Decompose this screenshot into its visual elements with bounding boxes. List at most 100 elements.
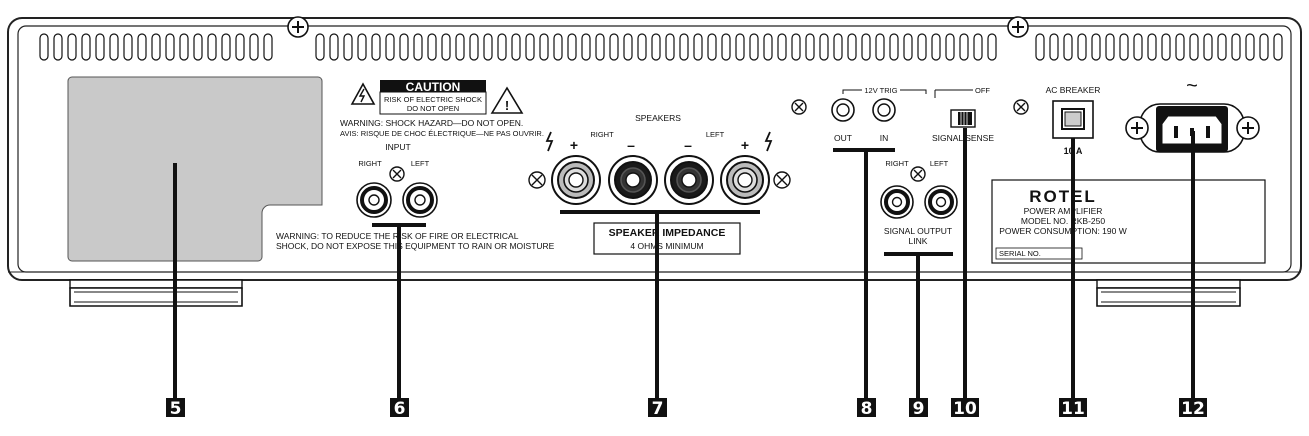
vent-slot bbox=[539, 33, 549, 61]
trigger-title: 12V TRIG bbox=[864, 86, 897, 95]
input-section: INPUT RIGHT LEFT bbox=[356, 142, 438, 218]
trigger-out-jack[interactable] bbox=[831, 98, 855, 122]
vent-slot bbox=[1259, 33, 1269, 61]
callout-6: 6 bbox=[372, 223, 426, 419]
vent-slot bbox=[53, 33, 63, 61]
nameplate-line3: POWER CONSUMPTION: 190 W bbox=[999, 226, 1127, 236]
signal-sense-switch[interactable] bbox=[950, 109, 976, 128]
vent-slot bbox=[315, 33, 325, 61]
input-title: INPUT bbox=[385, 142, 411, 152]
vent-slot bbox=[95, 33, 105, 61]
ac-breaker-section: AC BREAKER 10 A bbox=[1013, 85, 1100, 156]
vent-slot bbox=[567, 33, 577, 61]
vent-slot bbox=[109, 33, 119, 61]
vent-slot bbox=[861, 33, 871, 61]
trigger-in-jack[interactable] bbox=[872, 98, 896, 122]
right-plus-sign: + bbox=[570, 137, 578, 153]
vent-slot bbox=[595, 33, 605, 61]
vent-slot bbox=[1049, 33, 1059, 61]
vent-slot bbox=[1231, 33, 1241, 61]
vent-slot bbox=[1217, 33, 1227, 61]
svg-text:8: 8 bbox=[861, 399, 873, 419]
vent-slot bbox=[1203, 33, 1213, 61]
callout-12: 12 bbox=[1179, 131, 1207, 419]
callout-11: 11 bbox=[1059, 138, 1087, 419]
input-ground-screw bbox=[389, 166, 405, 182]
vent-slot bbox=[399, 33, 409, 61]
vent-slot bbox=[917, 33, 927, 61]
speaker-terminal-left-positive[interactable] bbox=[720, 155, 770, 205]
vent-slot bbox=[1105, 33, 1115, 61]
vent-slot bbox=[553, 33, 563, 61]
vent-slot bbox=[207, 33, 217, 61]
vent-slot bbox=[1077, 33, 1087, 61]
ac-inlet-section: ~ bbox=[1125, 75, 1260, 153]
nameplate-line2: MODEL NO. RKB-250 bbox=[1021, 216, 1106, 226]
output-right-label: RIGHT bbox=[885, 159, 909, 168]
speaker-terminal-right-negative[interactable] bbox=[608, 155, 658, 205]
trigger-screw bbox=[791, 99, 807, 115]
ac-power-inlet[interactable] bbox=[1156, 106, 1228, 152]
vent-slot bbox=[819, 33, 829, 61]
input-right-label: RIGHT bbox=[358, 159, 382, 168]
callouts: 5 6 7 8 9 10 bbox=[166, 128, 1207, 419]
vent-slot bbox=[973, 33, 983, 61]
vent-slot bbox=[665, 33, 675, 61]
vent-slot bbox=[651, 33, 661, 61]
input-left-jack[interactable] bbox=[402, 182, 438, 218]
vent-slot bbox=[1161, 33, 1171, 61]
vent-slot bbox=[427, 33, 437, 61]
vent-slot bbox=[945, 33, 955, 61]
inlet-screw-left bbox=[1125, 116, 1149, 140]
output-left-jack[interactable] bbox=[924, 185, 958, 219]
ventilation-slots bbox=[39, 33, 1283, 61]
vent-slot bbox=[511, 33, 521, 61]
ac-breaker-button[interactable] bbox=[1052, 100, 1094, 139]
vent-slot bbox=[903, 33, 913, 61]
vent-slot bbox=[179, 33, 189, 61]
right-minus-sign: – bbox=[627, 137, 635, 153]
vent-slot bbox=[455, 33, 465, 61]
caution-line2: DO NOT OPEN bbox=[407, 104, 459, 113]
caution-line1: RISK OF ELECTRIC SHOCK bbox=[384, 95, 482, 104]
caution-label: CAUTION RISK OF ELECTRIC SHOCK DO NOT OP… bbox=[340, 80, 544, 138]
vent-slot bbox=[235, 33, 245, 61]
vent-slot bbox=[875, 33, 885, 61]
vent-slot bbox=[637, 33, 647, 61]
vent-slot bbox=[805, 33, 815, 61]
callout-5: 5 bbox=[166, 163, 185, 419]
speaker-screw-right bbox=[773, 171, 791, 189]
warning-french: AVIS: RISQUE DE CHOC ÉLECTRIQUE—NE PAS O… bbox=[340, 129, 544, 138]
vent-slot bbox=[623, 33, 633, 61]
ac-symbol-icon: ~ bbox=[1186, 75, 1198, 97]
speakers-title: SPEAKERS bbox=[635, 113, 681, 123]
serial-label: SERIAL NO. bbox=[999, 249, 1041, 258]
svg-text:6: 6 bbox=[394, 399, 406, 419]
vent-slot bbox=[1063, 33, 1073, 61]
vent-slot bbox=[469, 33, 479, 61]
output-right-jack[interactable] bbox=[880, 185, 914, 219]
vent-slot bbox=[39, 33, 49, 61]
vent-slot bbox=[833, 33, 843, 61]
vent-slot bbox=[137, 33, 147, 61]
vent-slot bbox=[1147, 33, 1157, 61]
vent-slot bbox=[151, 33, 161, 61]
hazard-bolt-icon-right bbox=[764, 131, 773, 152]
speaker-terminal-left-negative[interactable] bbox=[664, 155, 714, 205]
moisture-warning-line2: SHOCK, DO NOT EXPOSE THIS EQUIPMENT TO R… bbox=[276, 241, 555, 251]
vent-slot bbox=[763, 33, 773, 61]
speaker-impedance-label: SPEAKER IMPEDANCE 4 OHMS MINIMUM bbox=[593, 222, 741, 255]
vent-slot bbox=[931, 33, 941, 61]
input-right-jack[interactable] bbox=[356, 182, 392, 218]
svg-text:7: 7 bbox=[652, 399, 664, 419]
trigger-in-label: IN bbox=[880, 133, 889, 143]
vent-slot bbox=[1245, 33, 1255, 61]
foot-left bbox=[69, 279, 243, 307]
switch-off-label: OFF bbox=[975, 86, 990, 95]
left-plus-sign: + bbox=[741, 137, 749, 153]
speaker-terminal-right-positive[interactable] bbox=[551, 155, 601, 205]
vent-slot bbox=[441, 33, 451, 61]
vent-slot bbox=[777, 33, 787, 61]
breaker-screw bbox=[1013, 99, 1029, 115]
